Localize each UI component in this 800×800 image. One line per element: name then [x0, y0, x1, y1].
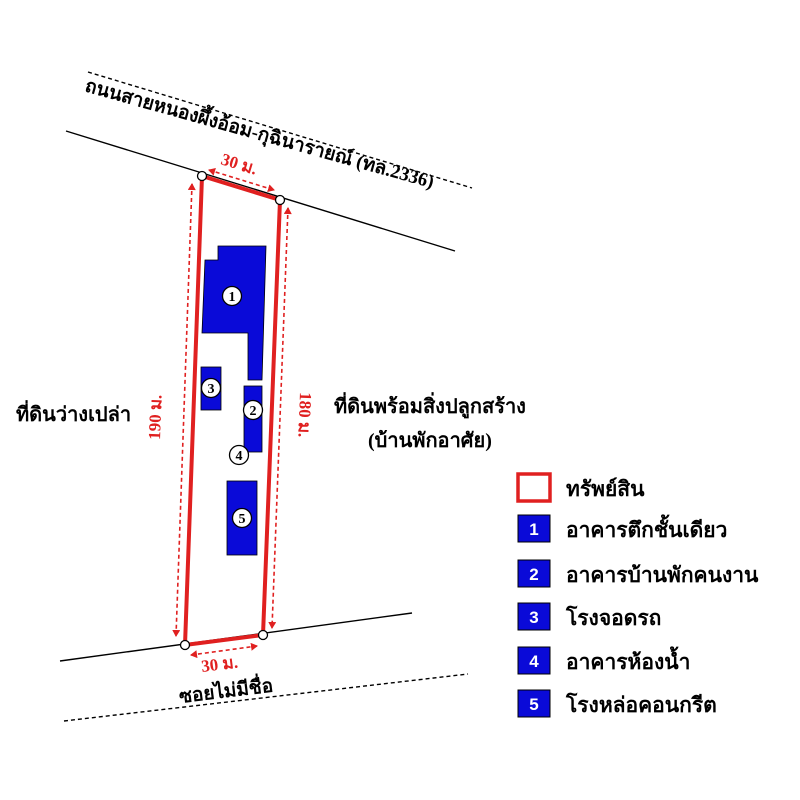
legend-label: อาคารตึกชั้นเดียว: [566, 514, 727, 542]
main-road: ถนนสายหนองผึ้งอ้อม-กุฉินารายณ์ (ทล.2336): [65, 71, 473, 252]
corner-marker: [179, 639, 191, 651]
building-4-number: 4: [236, 449, 243, 464]
legend-item: 3 โรงจอดรถ: [517, 602, 661, 631]
legend-swatch: [517, 514, 551, 543]
dimension-right-label: 180 ม.: [294, 392, 315, 438]
legend-swatch: [517, 689, 551, 718]
building-5: 5: [226, 480, 258, 556]
building-5-number: 5: [239, 512, 246, 527]
main-road-label: ถนนสายหนองผึ้งอ้อม-กุฉินารายณ์ (ทล.2336): [82, 71, 437, 194]
legend-property-swatch: [516, 472, 552, 503]
corner-marker: [274, 194, 286, 206]
legend-number: 4: [529, 652, 539, 671]
building-1-shape: [201, 245, 267, 381]
building-2-marker: [242, 399, 264, 421]
building-2: 2: [242, 385, 264, 453]
building-5-marker: [231, 507, 253, 529]
legend-swatch: [517, 559, 551, 588]
legend: ทรัพย์สิน 1 อาคารตึกชั้นเดียว 2 อาคารบ้า…: [516, 472, 759, 718]
legend-item: 2 อาคารบ้านพักคนงาน: [517, 559, 759, 588]
corner-marker: [257, 629, 269, 641]
legend-label: โรงหล่อคอนกรีต: [565, 692, 717, 717]
legend-label: อาคารห้องน้ำ: [566, 646, 690, 674]
building-1-number: 1: [229, 290, 236, 305]
soi-road-dashed-edge: [63, 673, 469, 722]
legend-label: โรงจอดรถ: [565, 605, 661, 630]
legend-property-label: ทรัพย์สิน: [566, 477, 645, 501]
legend-number: 5: [529, 695, 538, 714]
legend-label: อาคารบ้านพักคนงาน: [566, 563, 759, 587]
right-land-label-line2: (บ้านพักอาศัย): [368, 429, 492, 452]
legend-number: 2: [529, 565, 538, 584]
left-land-label: ที่ดินว่างเปล่า: [16, 399, 131, 426]
building-3-number: 3: [208, 382, 215, 397]
legend-item: 4 อาคารห้องน้ำ: [517, 646, 690, 675]
legend-item: 1 อาคารตึกชั้นเดียว: [517, 514, 727, 543]
dimension-line-left: [172, 183, 196, 637]
building-3: 3: [200, 366, 222, 411]
dimension-line-top: [208, 167, 275, 193]
dimension-bottom-label: 30 ม.: [200, 653, 239, 676]
dimension-line-right: [268, 207, 292, 629]
legend-number: 1: [529, 520, 538, 539]
building-4-marker: [228, 444, 250, 466]
legend-item-property: ทรัพย์สิน: [516, 472, 645, 503]
building-3-marker: [200, 377, 222, 399]
building-2-number: 2: [250, 404, 257, 419]
building-4: 4: [228, 444, 250, 466]
building-1-marker: [221, 285, 243, 307]
building-1: 1: [201, 245, 267, 381]
corner-marker: [196, 170, 208, 182]
main-road-dashed-edge: [87, 71, 473, 189]
dimension-left-label: 190 ม.: [145, 394, 166, 440]
main-road-solid-edge: [65, 130, 456, 252]
right-land-label-line1: ที่ดินพร้อมสิ่งปลูกสร้าง: [334, 391, 526, 420]
legend-swatch: [517, 646, 551, 675]
legend-number: 3: [529, 608, 538, 627]
legend-item: 5 โรงหล่อคอนกรีต: [517, 689, 717, 718]
legend-swatch: [517, 602, 551, 631]
